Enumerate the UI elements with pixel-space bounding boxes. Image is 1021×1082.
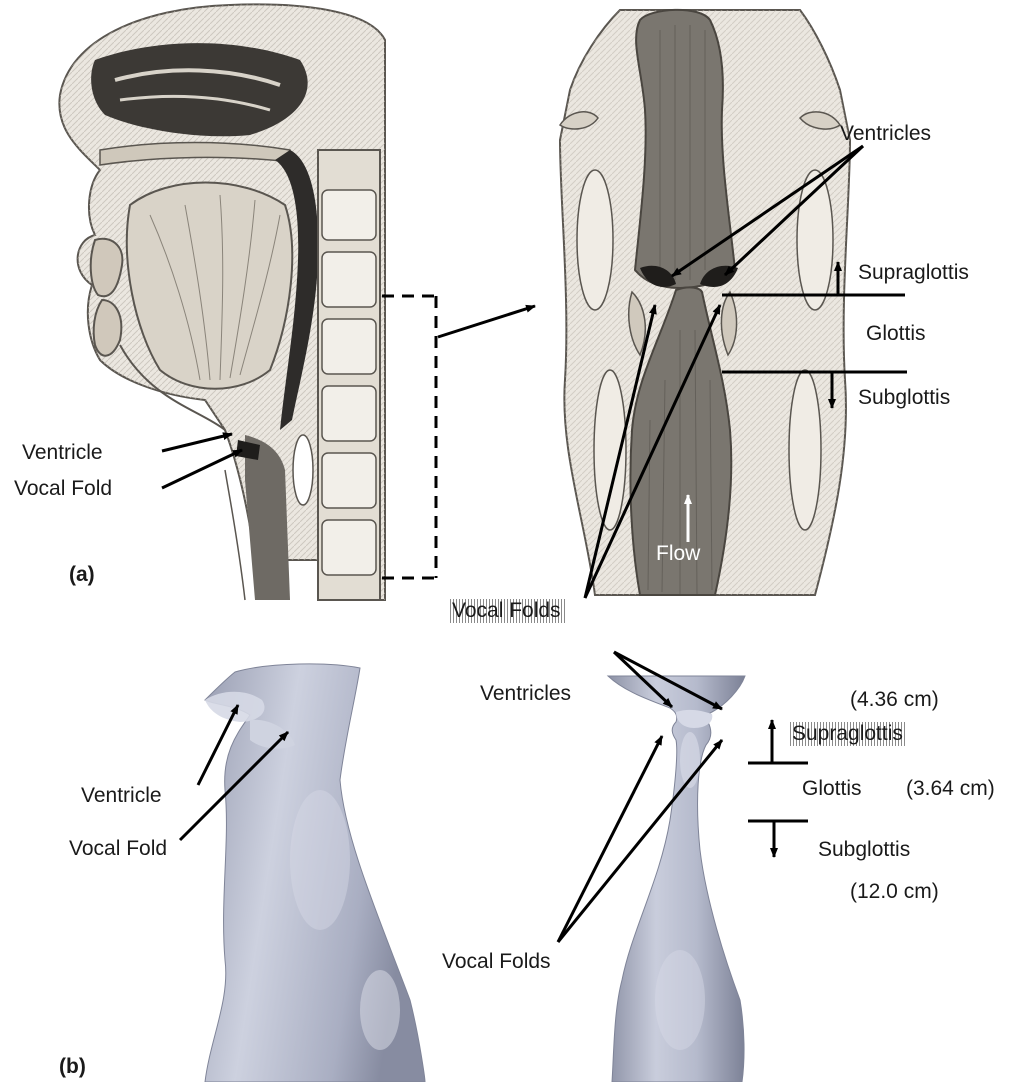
coronal-larynx-illustration — [560, 10, 850, 595]
label-a-ventricle: Ventricle — [22, 441, 103, 465]
label-b-subglottis-length: (12.0 cm) — [850, 880, 939, 904]
label-b-vocal-fold: Vocal Fold — [69, 837, 167, 861]
label-b-supraglottis-length: (4.36 cm) — [850, 688, 939, 712]
label-a-subglottis: Subglottis — [858, 386, 950, 410]
label-a-ventricles: Ventricles — [840, 122, 931, 146]
label-b-glottis-length: (3.64 cm) — [906, 777, 995, 801]
label-a-glottis: Glottis — [866, 322, 926, 346]
panel-a-label: (a) — [69, 563, 95, 587]
label-b-supraglottis: Supraglottis — [788, 722, 907, 746]
panel-b-label: (b) — [59, 1055, 86, 1079]
side-view-3d-model — [205, 664, 425, 1082]
zoom-bracket — [382, 296, 436, 578]
supraglottic-airway — [635, 10, 735, 288]
arrow-vocal-fold — [162, 450, 242, 488]
arrow-ventricle — [162, 434, 232, 451]
label-a-vocal-fold: Vocal Fold — [14, 477, 112, 501]
label-a-vocal-folds: Vocal Folds — [448, 599, 565, 623]
label-a-flow: Flow — [656, 542, 700, 566]
front-view-3d-model — [608, 676, 745, 1082]
label-b-subglottis: Subglottis — [818, 838, 910, 862]
sagittal-head-illustration — [59, 4, 385, 600]
label-b-glottis: Glottis — [802, 777, 862, 801]
label-b-ventricle: Ventricle — [81, 784, 162, 808]
label-a-supraglottis: Supraglottis — [858, 261, 969, 285]
label-b-ventricles: Ventricles — [480, 682, 571, 706]
vertebral-column — [318, 150, 380, 600]
zoom-arrow — [438, 306, 535, 337]
label-b-vocal-folds: Vocal Folds — [442, 950, 551, 974]
